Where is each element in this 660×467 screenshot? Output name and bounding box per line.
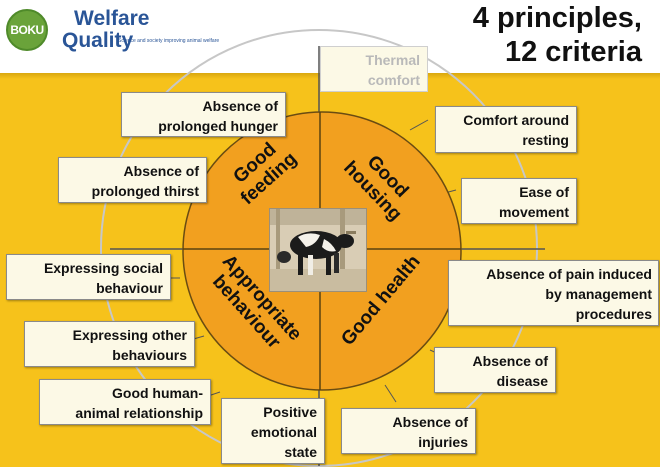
criterion-absence-prolonged-hunger-label: Absence of prolonged hunger [158, 98, 278, 134]
criterion-ease-of-movement: Ease of movement [461, 178, 577, 224]
criterion-absence-of-disease: Absence of disease [434, 347, 556, 393]
criterion-good-human-animal-relationship: Good human- animal relationship [39, 379, 211, 425]
criterion-ease-of-movement-label: Ease of movement [499, 184, 569, 220]
criterion-absence-of-disease-label: Absence of disease [473, 353, 548, 389]
criterion-good-human-animal-relationship-label: Good human- animal relationship [75, 385, 203, 421]
criterion-absence-of-injuries-label: Absence of injuries [393, 414, 468, 450]
criterion-comfort-around-resting: Comfort around resting [435, 106, 577, 153]
criterion-expressing-social-behaviour-label: Expressing social behaviour [44, 260, 163, 296]
criterion-thermal-comfort-label: Thermal comfort [366, 52, 420, 88]
criterion-expressing-other-behaviours-label: Expressing other behaviours [73, 327, 187, 363]
criterion-positive-emotional-state-label: Positive emotional state [251, 404, 317, 460]
criterion-absence-prolonged-thirst-label: Absence of prolonged thirst [92, 163, 199, 199]
cow-photo [269, 208, 367, 292]
criterion-absence-prolonged-hunger: Absence of prolonged hunger [121, 92, 286, 137]
criterion-expressing-social-behaviour: Expressing social behaviour [6, 254, 171, 300]
cow-illustration [270, 209, 366, 291]
criterion-absence-of-pain: Absence of pain induced by management pr… [448, 260, 659, 326]
criterion-thermal-comfort: Thermal comfort [320, 46, 428, 92]
criterion-absence-prolonged-thirst: Absence of prolonged thirst [58, 157, 207, 203]
criterion-positive-emotional-state: Positive emotional state [221, 398, 325, 464]
criterion-comfort-around-resting-label: Comfort around resting [463, 112, 569, 148]
criterion-expressing-other-behaviours: Expressing other behaviours [24, 321, 195, 367]
criterion-absence-of-injuries: Absence of injuries [341, 408, 476, 454]
criterion-absence-of-pain-label: Absence of pain induced by management pr… [486, 266, 652, 322]
